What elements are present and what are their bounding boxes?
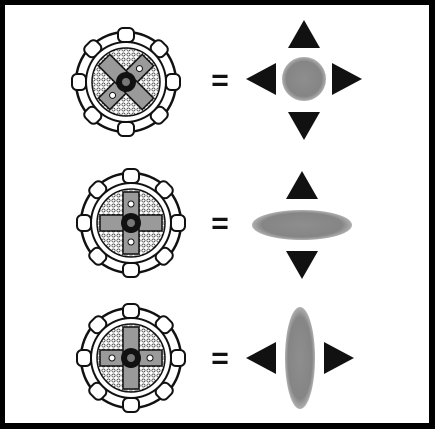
arrow-right-icon	[324, 342, 354, 374]
arrow-left-icon	[246, 342, 276, 374]
arrow-up-icon	[286, 171, 318, 199]
vertical-fan-spray	[246, 307, 354, 409]
arrow-left-icon	[246, 63, 276, 95]
row-3: =	[77, 304, 354, 412]
round-spot-spray	[246, 20, 362, 140]
arrow-down-icon	[286, 251, 318, 279]
round-spot	[282, 57, 326, 101]
arrow-up-icon	[288, 20, 320, 48]
knob-vertical-bar-icon	[77, 169, 185, 277]
arrow-right-icon	[332, 63, 362, 95]
equals-sign: =	[211, 342, 229, 375]
row-1: =	[72, 20, 362, 140]
horizontal-fan	[252, 210, 352, 240]
knob-horizontal-bar-icon	[77, 304, 185, 412]
diagram-panel: =	[5, 5, 429, 423]
equals-sign: =	[211, 64, 229, 97]
knob-diagonal-cross-icon	[72, 28, 180, 136]
horizontal-fan-spray	[252, 171, 352, 279]
vertical-fan	[285, 307, 315, 409]
nozzle-settings-diagram: =	[5, 5, 429, 423]
row-2: =	[77, 169, 352, 279]
arrow-down-icon	[288, 112, 320, 140]
equals-sign: =	[211, 207, 229, 240]
